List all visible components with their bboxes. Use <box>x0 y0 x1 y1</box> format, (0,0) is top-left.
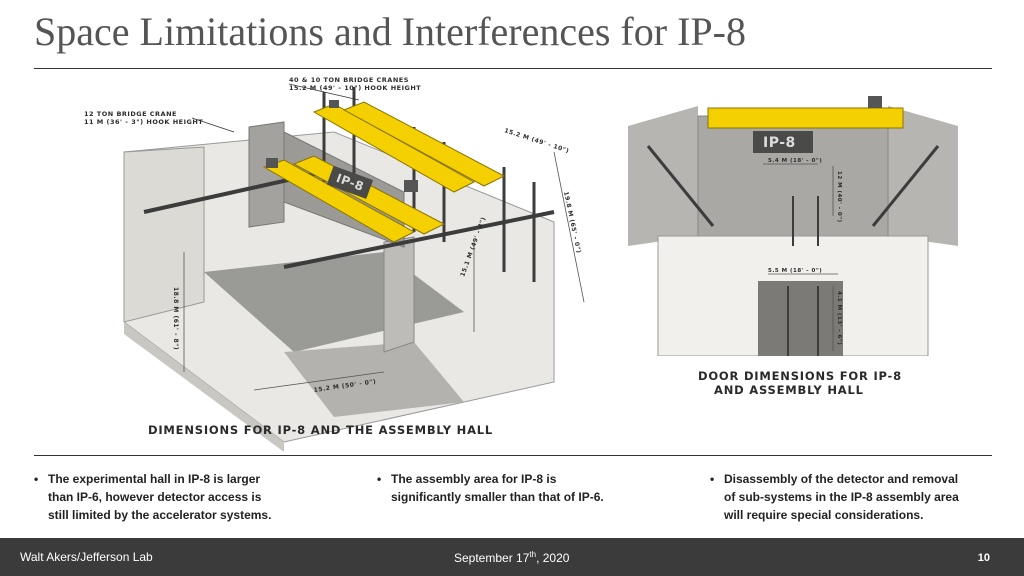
bullet-3-marker: • <box>710 472 715 486</box>
bullet-2: • The assembly area for IP-8 is signific… <box>377 470 671 506</box>
label-cranes-40: 40 & 10 TON BRIDGE CRANES <box>289 76 409 84</box>
bullet-3-line: of sub-systems in the IP-8 assembly area <box>724 490 959 504</box>
content-divider <box>34 455 992 456</box>
assembly-hall-illustration: IP-8 40 & 10 TON BRIDGE CRANES 15.2 M (4… <box>84 76 585 452</box>
bullet-1: • The experimental hall in IP-8 is large… <box>34 470 348 524</box>
footer-date-sup: th <box>529 550 537 559</box>
footer-author: Walt Akers/Jefferson Lab <box>20 550 153 564</box>
bullet-2-line: significantly smaller than that of IP-6. <box>391 490 604 504</box>
dim-top-width: 5.4 M (18' - 0") <box>768 158 822 164</box>
footer-date-year: , 2020 <box>536 551 570 565</box>
dim-top-height: 12 M (40' - 0") <box>836 171 842 223</box>
left-figure-caption: DIMENSIONS FOR IP-8 AND THE ASSEMBLY HAL… <box>148 423 494 437</box>
dim-door-height: 4.1 M (13' - 6") <box>836 291 842 345</box>
slide-title: Space Limitations and Interferences for … <box>34 9 746 54</box>
dim-top: 15.2 M (49' - 10") <box>503 127 570 155</box>
title-divider <box>34 68 992 69</box>
right-figure-caption-line1: DOOR DIMENSIONS FOR IP-8 <box>698 369 902 383</box>
label-crane-12-height: 11 M (36' - 3") HOOK HEIGHT <box>84 118 203 126</box>
bullet-1-line: still limited by the accelerator systems… <box>48 508 272 522</box>
bullet-1-line: The experimental hall in IP-8 is larger <box>48 472 261 486</box>
right-figure-caption-line2: AND ASSEMBLY HALL <box>714 383 864 397</box>
label-cranes-40-height: 15.2 M (49' - 10") HOOK HEIGHT <box>289 84 421 92</box>
page-number: 10 <box>977 552 990 564</box>
label-crane-12: 12 TON BRIDGE CRANE <box>84 110 177 118</box>
bullet-3-line: Disassembly of the detector and removal <box>724 472 959 486</box>
bullet-1-line: than IP-6, however detector access is <box>48 490 262 504</box>
bullet-2-line: The assembly area for IP-8 is <box>391 472 557 486</box>
footer-date-main: September 17 <box>454 551 530 565</box>
bullet-3-line: will require special considerations. <box>724 508 924 522</box>
slide-footer: Walt Akers/Jefferson Lab September 17th,… <box>0 538 1024 576</box>
door-dimensions-illustration: IP-8 5.4 M (18' - 0") 12 M (40' - 0") 5.… <box>628 96 958 356</box>
bullet-1-marker: • <box>34 472 39 486</box>
bullet-3: • Disassembly of the detector and remova… <box>710 470 1014 524</box>
footer-date: September 17th, 2020 <box>454 550 569 565</box>
bullet-2-marker: • <box>377 472 382 486</box>
ip8-sign-right: IP-8 <box>763 135 796 151</box>
dim-left: 18.8 M (61' - 8") <box>172 287 179 350</box>
dim-side: 19.8 M (65' - 0") <box>562 191 582 254</box>
dim-door-width: 5.5 M (18' - 0") <box>768 268 822 274</box>
